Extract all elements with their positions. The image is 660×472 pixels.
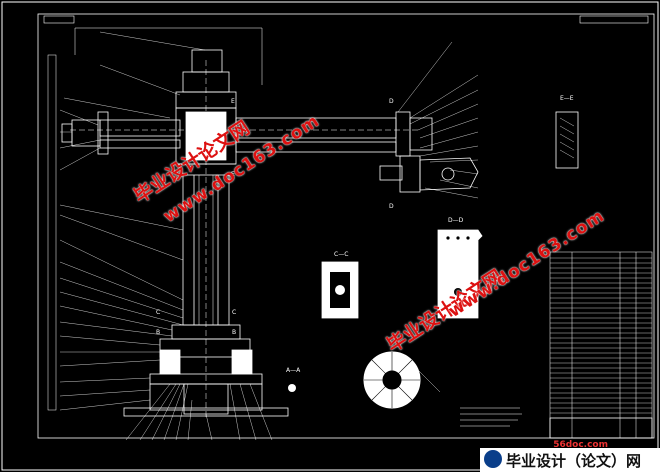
leader-lines-left [59, 31, 206, 411]
parts-list-rows [550, 257, 652, 414]
footer-domain: 56doc.com [553, 440, 608, 450]
inner-frame [37, 13, 655, 439]
title-block [549, 417, 653, 439]
gripper [379, 111, 479, 193]
section-cc-bore [335, 285, 345, 295]
section-mark-c-left: C [156, 309, 160, 316]
footer-title: 毕业设计（论文）网 [506, 452, 642, 470]
footer-banner[interactable]: 毕业设计（论文）网 [480, 448, 660, 472]
section-mark-b-left: B [156, 329, 160, 336]
section-mark-c-right: C [232, 309, 236, 316]
flange-spokes [364, 352, 420, 408]
top-right-tag [579, 15, 649, 24]
section-mark-e-mid: E [231, 171, 235, 178]
top-envelope [74, 27, 263, 85]
section-ee-hatch [559, 117, 575, 159]
section-ee-title: E—E [560, 95, 574, 102]
section-ee-view [555, 111, 579, 169]
section-mark-e-top: E [231, 98, 235, 105]
top-left-tag [43, 15, 75, 24]
section-mark-d-top: D [389, 98, 394, 105]
base-assembly [123, 324, 289, 417]
horizontal-arm [61, 111, 420, 155]
section-cc-title: C—C [334, 251, 348, 258]
section-aa-title: A—A [286, 367, 301, 374]
leader-lines-right [397, 41, 479, 199]
section-dd-title: D—D [448, 217, 464, 224]
notes-block [460, 407, 522, 427]
section-mark-d-bottom: D [389, 203, 394, 210]
leader-lines-bottom [125, 383, 273, 441]
section-dd-view [437, 229, 483, 319]
site-logo-icon [484, 450, 502, 468]
flange-leader [415, 367, 441, 393]
section-aa-marker [288, 384, 296, 392]
section-mark-b-right: B [232, 329, 236, 336]
section-dd-holes [446, 236, 470, 296]
assembly-outline [47, 54, 57, 411]
parts-list-table [549, 251, 653, 439]
top-motor [175, 49, 237, 165]
